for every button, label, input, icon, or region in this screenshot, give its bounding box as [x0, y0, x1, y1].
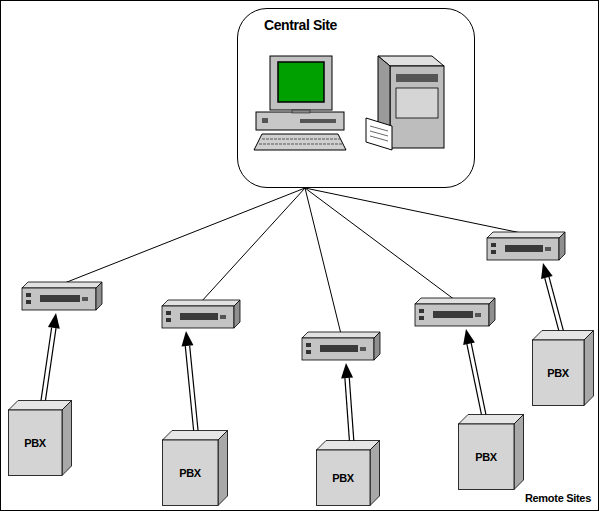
printer-icon [366, 56, 444, 150]
pbx-label: PBX [332, 472, 354, 484]
modem-device [22, 282, 102, 310]
computer-icon [254, 56, 346, 150]
pbx-box: PBX [316, 440, 380, 506]
pbx-box: PBX [458, 414, 524, 490]
network-line [305, 188, 526, 234]
pbx-arrow [541, 263, 564, 335]
pbx-box: PBX [162, 430, 228, 506]
network-lines [62, 188, 526, 334]
pbx-label: PBX [475, 451, 497, 463]
network-line [305, 188, 341, 334]
modem-device [162, 300, 240, 328]
pbx-box: PBX [532, 330, 594, 406]
pbx-arrows [41, 263, 564, 446]
remote-devices [22, 232, 565, 360]
modem-device [415, 298, 495, 326]
site-region: Central Site [237, 8, 475, 188]
pbx-arrow [341, 363, 354, 446]
network-line [305, 188, 455, 300]
pbx-box: PBX [8, 400, 72, 476]
pbx-arrow [182, 331, 199, 432]
network-line [62, 188, 305, 284]
pbx-label: PBX [547, 367, 569, 379]
pbx-arrow [41, 313, 60, 402]
site-title: Central Site [264, 17, 337, 33]
pbx-arrow [463, 329, 486, 416]
modem-device [487, 232, 565, 260]
region-label: Remote Sites [525, 492, 591, 504]
modem-device [302, 332, 380, 360]
network-line [201, 188, 305, 302]
pbx-label: PBX [179, 467, 201, 479]
pbx-label: PBX [24, 437, 46, 449]
